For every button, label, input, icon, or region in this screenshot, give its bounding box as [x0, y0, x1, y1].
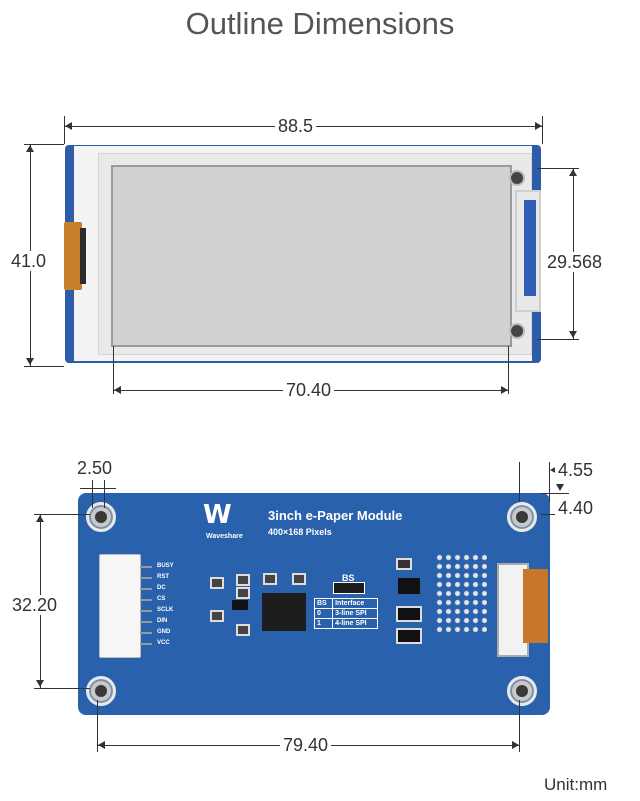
dim-arrow	[26, 145, 34, 152]
dim-hole-tick-left	[92, 480, 93, 508]
dim-pitch-x-tick-left	[97, 700, 98, 752]
bs-interface-table: BS Interface 0 3-line SPI 1 4-line SPI	[313, 598, 378, 629]
dim-display-width-tick-right	[508, 346, 509, 394]
pin-lead	[140, 632, 152, 634]
dim-width-tick-right	[542, 116, 543, 144]
pin-header-connector	[99, 554, 141, 658]
dim-arrow	[501, 386, 508, 394]
fpc-cable-left	[64, 222, 82, 290]
smd-component	[396, 558, 412, 570]
dim-offset-y-tick-top	[541, 493, 569, 494]
pin-label-cs: CS	[157, 596, 166, 602]
dim-arrow	[114, 386, 121, 394]
dim-offset-x-label: 4.55	[555, 460, 597, 480]
mounting-hole-top-left	[86, 502, 116, 532]
dim-hole-diameter-label: 2.50	[74, 458, 116, 478]
pin-label-vcc: VCC	[157, 640, 170, 646]
dim-display-height-tick-bottom	[537, 339, 579, 340]
unit-label: Unit:mm	[544, 775, 608, 794]
board-subtitle: 400×168 Pixels	[268, 527, 332, 537]
smd-component	[236, 574, 250, 586]
pin-lead	[140, 566, 152, 568]
dim-arrow	[535, 122, 542, 130]
bs-switch-label: BS	[342, 573, 355, 583]
connector-right-inner	[524, 200, 536, 296]
pin-label-gnd: GND	[157, 629, 171, 635]
passive-component-grid	[435, 553, 487, 633]
mounting-hole-bottom-right	[507, 676, 537, 706]
dim-offset-x-tick-right	[549, 462, 550, 502]
dim-arrow	[36, 515, 44, 522]
smd-component	[263, 573, 277, 585]
smd-component	[210, 577, 224, 589]
dim-display-height-tick-top	[537, 168, 579, 169]
dim-pitch-y-tick-bottom	[34, 688, 90, 689]
pin-lead	[140, 643, 152, 645]
inductor	[396, 606, 422, 622]
dim-height-tick-top	[24, 144, 64, 145]
dim-offset-x-tick-left	[519, 462, 520, 502]
page-title: Outline Dimensions	[185, 6, 455, 41]
dim-arrow	[512, 741, 519, 749]
dim-hole-line	[80, 488, 116, 489]
dim-offset-y-label: 4.40	[555, 498, 597, 518]
dim-arrow	[26, 358, 34, 365]
smd-component	[210, 610, 224, 622]
pin-label-busy: BUSY	[157, 563, 174, 569]
dim-display-height-label: 29.568	[544, 252, 606, 272]
smd-component	[236, 624, 250, 636]
bs-table-cell: 4-line SPI	[332, 618, 378, 629]
pin-label-din: DIN	[157, 618, 168, 624]
dim-display-width-tick-left	[113, 346, 114, 394]
dim-pitch-y-label: 32.20	[9, 595, 61, 615]
corner-marker-bottom	[509, 323, 525, 339]
dim-arrow	[550, 466, 557, 474]
dim-width-label: 88.5	[275, 116, 317, 136]
dim-arrow	[65, 122, 72, 130]
pin-label-dc: DC	[157, 585, 166, 591]
mounting-hole-top-right	[507, 502, 537, 532]
waveshare-logo-icon: W	[203, 500, 232, 530]
fpc-cable-left-edge	[80, 228, 86, 284]
pin-lead	[140, 610, 152, 612]
dim-hole-tick-right	[104, 480, 105, 508]
diode	[398, 578, 420, 594]
dim-arrow	[36, 680, 44, 687]
mounting-hole-bottom-left	[86, 676, 116, 706]
e-paper-display-area	[111, 165, 512, 347]
bs-switch	[333, 582, 365, 594]
transistor	[232, 600, 248, 610]
dim-pitch-y-tick-top	[34, 514, 90, 515]
board-title: 3inch e-Paper Module	[268, 508, 403, 523]
dim-width-tick-left	[64, 116, 65, 144]
smd-component	[292, 573, 306, 585]
pin-lead	[140, 599, 152, 601]
dim-arrow	[556, 484, 564, 491]
corner-marker-top	[509, 170, 525, 186]
dim-pitch-x-label: 79.40	[280, 735, 332, 755]
inductor	[396, 628, 422, 644]
fpc-cable-back	[523, 569, 548, 643]
bs-table-cell: 3-line SPI	[332, 608, 378, 619]
bs-table-header-bs: BS	[313, 598, 334, 609]
smd-component	[236, 587, 250, 599]
dim-height-tick-bottom	[24, 366, 64, 367]
pin-lead	[140, 588, 152, 590]
bs-table-cell: 1	[313, 618, 334, 629]
dim-pitch-x-tick-right	[519, 700, 520, 752]
brand-label: Waveshare	[206, 533, 243, 540]
pin-lead	[140, 577, 152, 579]
dim-arrow	[569, 331, 577, 338]
dim-arrow	[569, 169, 577, 176]
pin-list: BUSY RST DC CS SCLK DIN GND VCC	[140, 563, 200, 653]
dim-display-width-label: 70.40	[283, 380, 335, 400]
dim-height-label: 41.0	[8, 251, 50, 271]
pin-lead	[140, 621, 152, 623]
bs-table-header-interface: Interface	[332, 598, 378, 609]
pin-label-rst: RST	[157, 574, 169, 580]
pin-label-sclk: SCLK	[157, 607, 174, 613]
driver-ic-chip	[262, 593, 306, 631]
dim-arrow	[98, 741, 105, 749]
bs-table-cell: 0	[313, 608, 334, 619]
